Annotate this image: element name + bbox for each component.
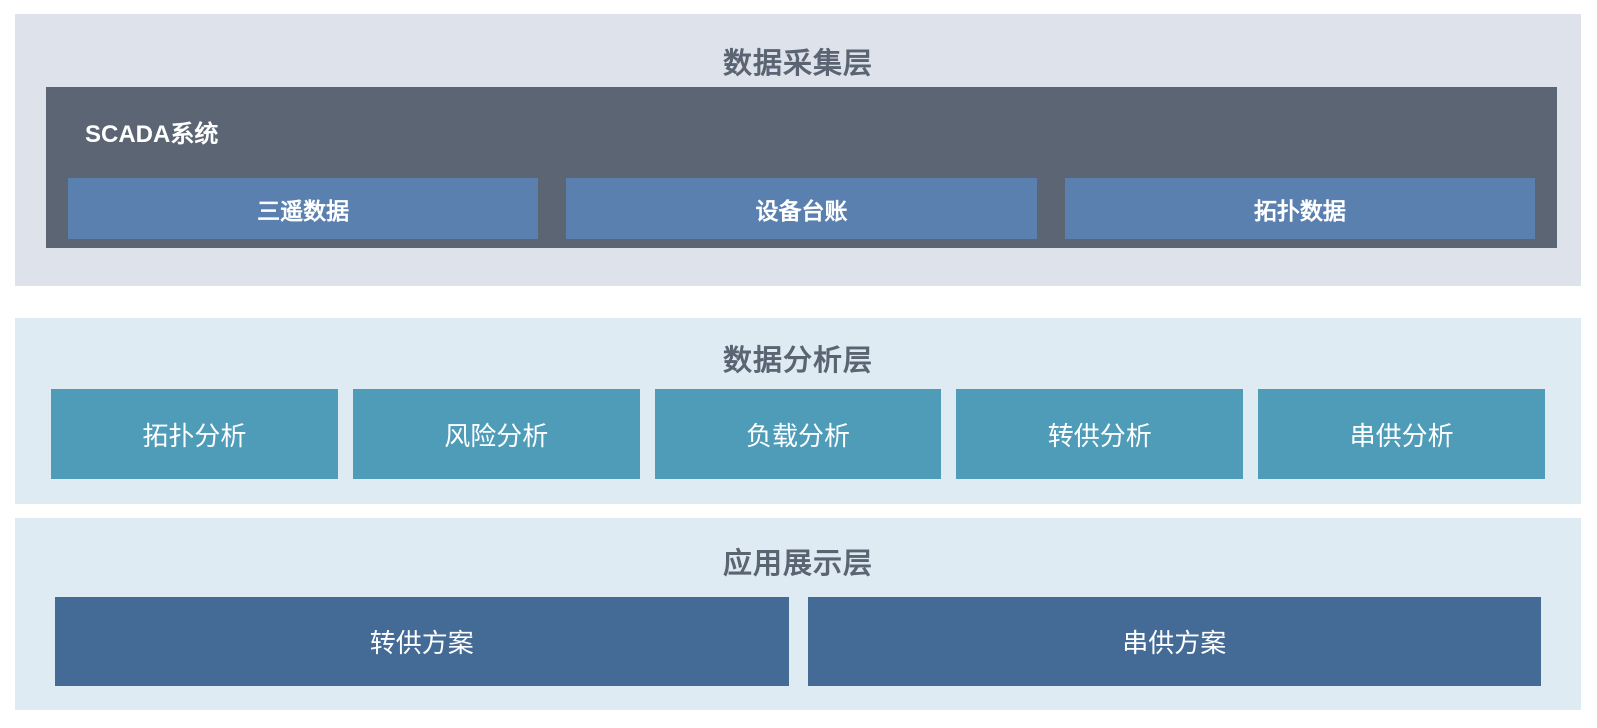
analysis-module-row: 拓扑分析 风险分析 负载分析 转供分析 串供分析 — [51, 389, 1545, 479]
analysis-box-load[interactable]: 负载分析 — [654, 389, 942, 479]
data-source-box-topology-data[interactable]: 拓扑数据 — [1064, 178, 1535, 239]
application-box-series-supply-plan[interactable]: 串供方案 — [807, 597, 1541, 686]
layer-title-application-display: 应用展示层 — [722, 548, 873, 580]
layer-data-collection: 数据采集层 SCADA系统 三遥数据 设备台账 拓扑数据 — [15, 14, 1581, 286]
analysis-box-transfer-supply[interactable]: 转供分析 — [956, 389, 1244, 479]
layer-application-display: 应用展示层 转供方案 串供方案 — [15, 518, 1581, 710]
scada-panel-label: SCADA系统 — [85, 121, 219, 148]
data-source-box-telemetry[interactable]: 三遥数据 — [68, 178, 539, 239]
data-source-box-device-ledger[interactable]: 设备台账 — [566, 178, 1037, 239]
layer-title-data-analysis: 数据分析层 — [722, 345, 873, 377]
data-source-row: 三遥数据 设备台账 拓扑数据 — [68, 178, 1535, 239]
application-module-row: 转供方案 串供方案 — [55, 597, 1541, 686]
scada-panel: SCADA系统 三遥数据 设备台账 拓扑数据 — [46, 87, 1557, 248]
analysis-box-risk[interactable]: 风险分析 — [352, 389, 640, 479]
application-box-transfer-supply-plan[interactable]: 转供方案 — [55, 597, 789, 686]
analysis-box-series-supply[interactable]: 串供分析 — [1258, 389, 1545, 479]
analysis-box-topology[interactable]: 拓扑分析 — [51, 389, 338, 479]
layer-title-data-collection: 数据采集层 — [722, 48, 873, 80]
layer-data-analysis: 数据分析层 拓扑分析 风险分析 负载分析 转供分析 串供分析 — [15, 318, 1581, 504]
